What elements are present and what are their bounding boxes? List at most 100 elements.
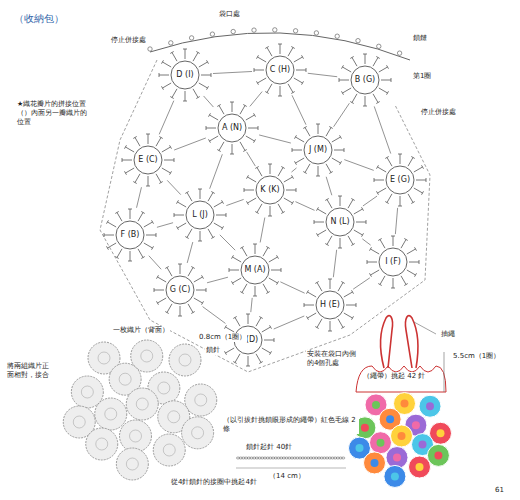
stitch [188,304,193,313]
bag-motif-center [356,444,364,452]
stitch [393,278,394,288]
panel-motif-center [141,350,153,362]
stitch-top [133,182,136,184]
stitch-top [258,126,259,130]
stitch [257,57,266,62]
stitch-top [146,134,150,135]
stitch-top [240,292,243,294]
stitch-top [367,260,368,264]
stitch-top [159,73,160,77]
stitch-top [281,268,282,272]
stitch [346,305,356,306]
stitch [255,286,256,296]
stitch-top [115,257,118,259]
drawstring [380,316,392,368]
stitch [248,128,258,129]
stitch-top [211,237,214,239]
stitch [387,157,392,166]
stitch-top [246,314,250,315]
bag-motif [427,444,449,466]
stitch [330,321,331,331]
picot [169,41,173,45]
stitch [326,127,331,136]
stitch [229,270,239,271]
stitch [338,282,343,291]
stitch [327,199,332,208]
bag-motif-center [393,454,401,462]
stitch-top [328,279,332,280]
stitch-top [254,139,256,142]
motif-circle: E (G) [372,152,428,208]
stitch [278,167,283,176]
stitch-top [266,292,269,294]
motif-circle: M (A) [227,242,283,298]
stitch [317,319,322,328]
stitch [194,277,203,282]
stitch [365,54,366,64]
stitch [295,137,304,142]
stitch-top [254,113,256,116]
stitch [246,115,255,120]
stitch-top [230,154,234,155]
motif-circle: C (H) [252,42,308,98]
note: 停止併接處 [420,108,457,117]
panel-motif [95,398,127,430]
stitch [162,62,171,67]
stitch-top [128,261,132,262]
stitch [200,231,201,241]
stitch-top [356,303,357,307]
stitch [307,292,316,297]
stitch [240,142,245,151]
stitch [199,83,208,88]
stitch [135,137,140,146]
stitch [380,239,385,248]
motif-circle: E (C) [120,132,176,188]
stitch [257,204,262,213]
motif-label: N (L) [312,215,368,229]
stitch [180,306,181,316]
stitch [294,78,303,83]
stitch-top [378,238,381,240]
stitch [164,160,174,161]
stitch-top [183,101,187,102]
stitch-top [259,362,262,364]
stitch [214,223,223,228]
stitch-top [350,102,353,104]
panel-motif-center [98,352,110,364]
stitch [209,136,218,141]
stitch-top [222,200,224,203]
stitch-top [292,148,293,152]
stitch-top [362,233,364,236]
stitch-top [217,150,220,152]
stitch-top [233,362,236,364]
stitch [188,267,193,276]
stitch-top [196,51,199,53]
stitch [334,150,344,151]
stitch-top [303,126,306,128]
stitch [248,314,249,324]
stitch-top [376,165,378,168]
stitch-top [278,44,282,45]
stitch [284,177,293,182]
stitch [256,354,261,363]
dimension: 鎖針起針 40針 [245,443,293,452]
stitch [146,235,156,236]
stitch-top [338,248,342,249]
bag-motif [364,452,386,474]
picot [189,36,193,40]
stitch [177,223,186,228]
picot [377,44,381,48]
stitch-top [315,281,318,283]
stitch-top [165,266,168,268]
stitch-top [191,312,194,314]
stitch [352,94,357,103]
stitch [225,348,234,353]
stitch [262,327,271,332]
stitch-top [198,241,202,242]
stitch [379,67,388,72]
join-line [362,239,370,245]
panel-motif-center [158,382,170,394]
stitch-top [161,86,163,89]
stitch [219,105,224,114]
